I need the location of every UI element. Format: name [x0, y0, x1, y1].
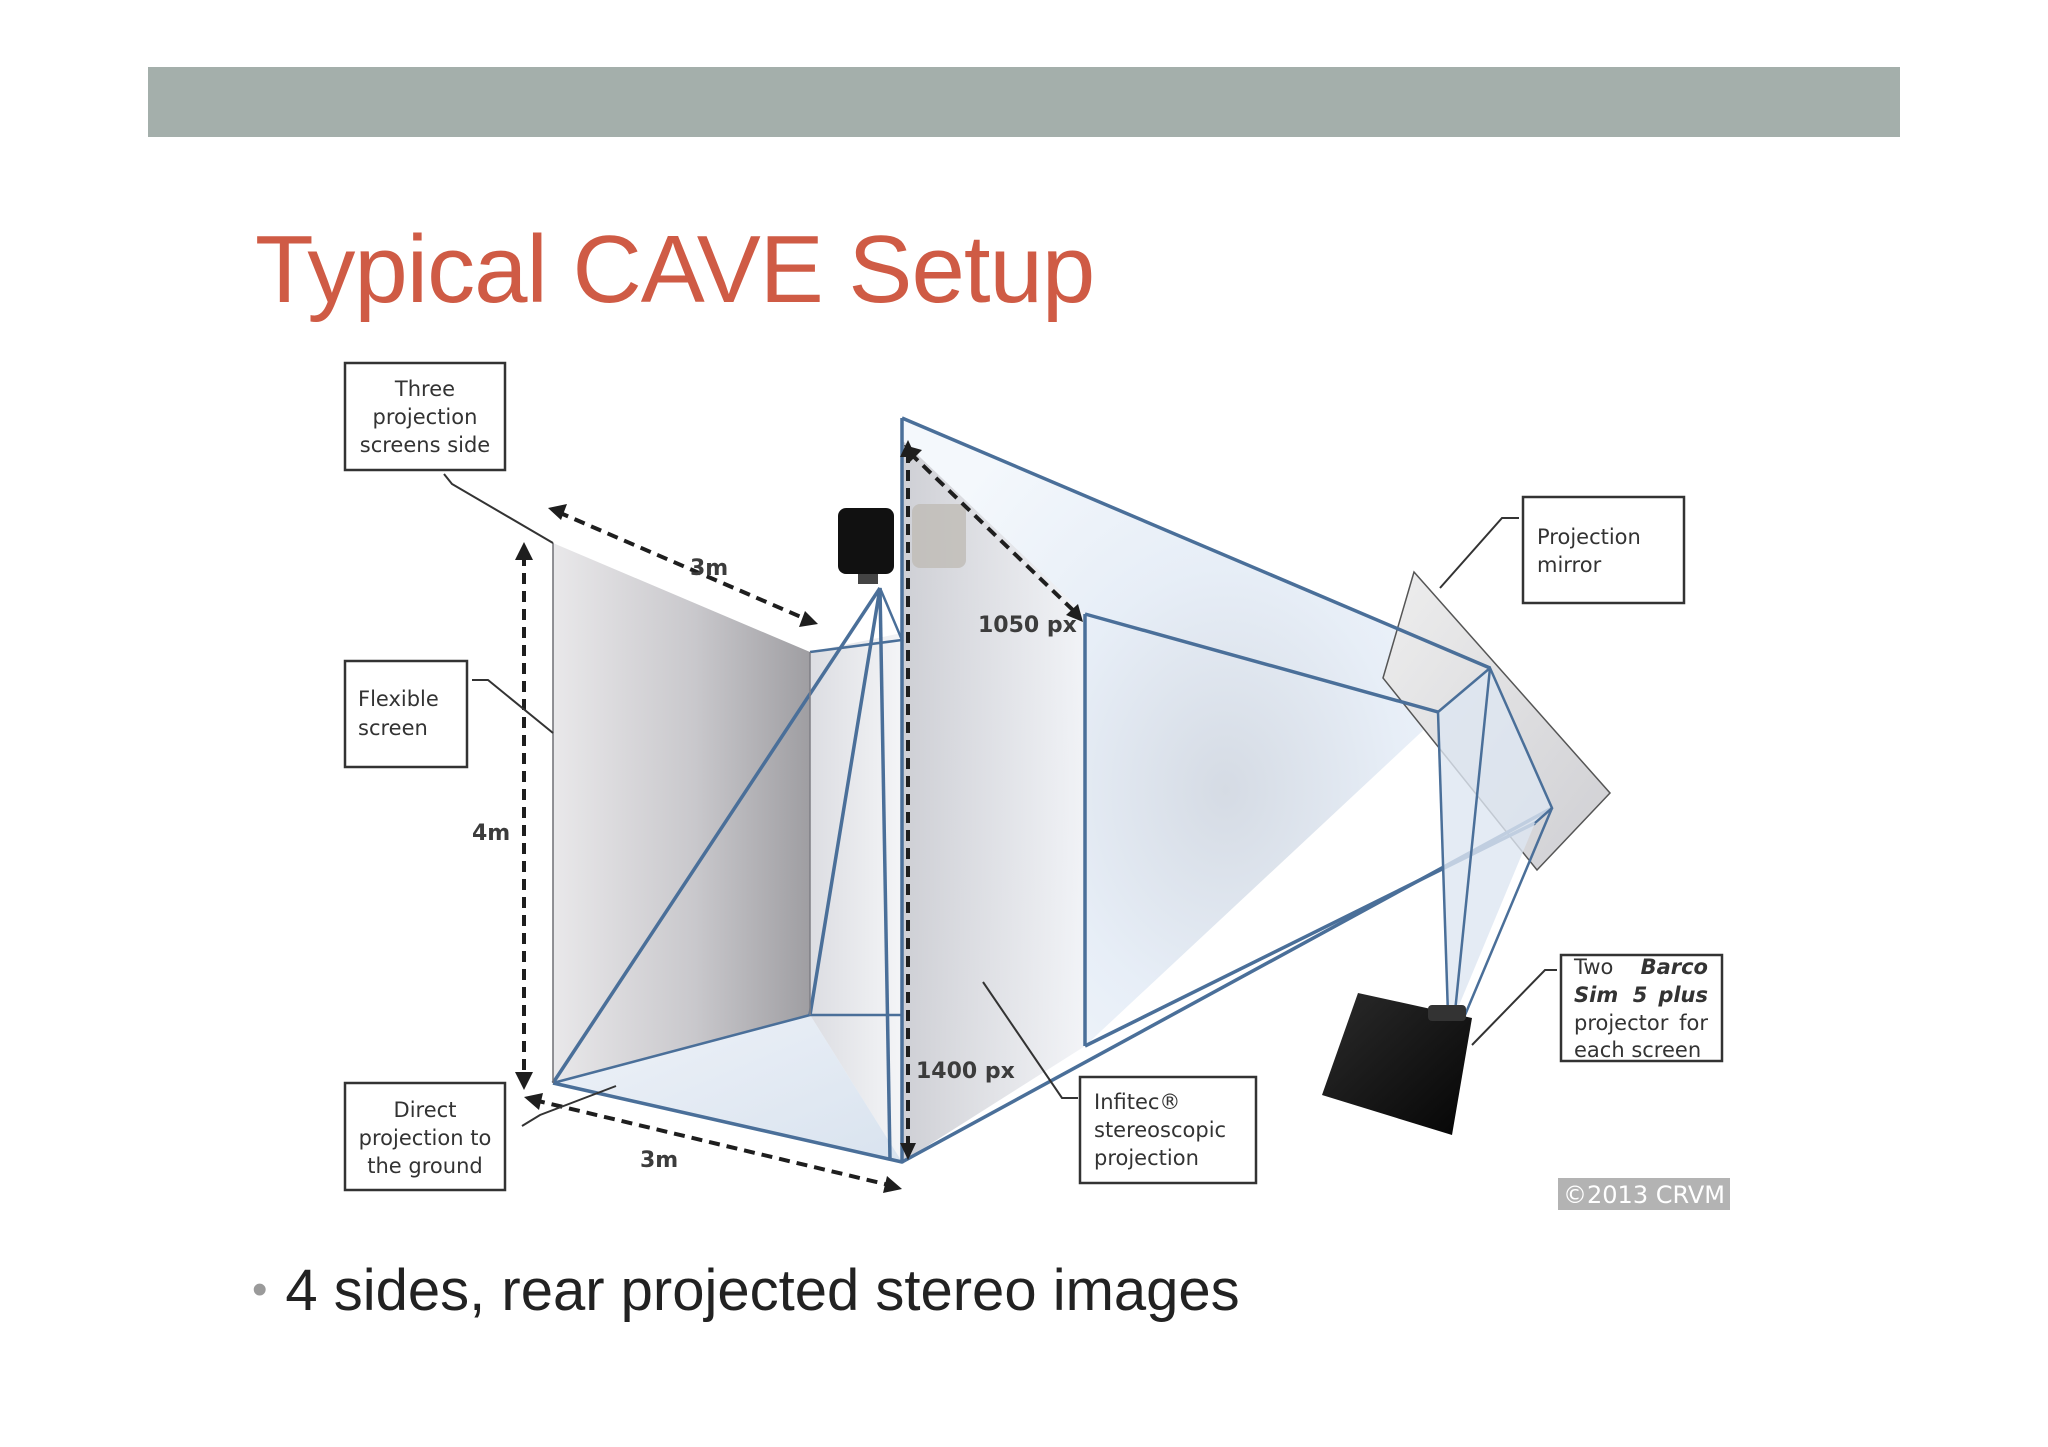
svg-text:each screen: each screen — [1574, 1038, 1701, 1062]
bullet-dot-icon: • — [252, 1265, 268, 1314]
callout-infitec: Infitec® stereoscopic projection — [1078, 1075, 1258, 1185]
bullet-item: • 4 sides, rear projected stereo images — [252, 1255, 1240, 1326]
svg-text:5: 5 — [1633, 983, 1648, 1007]
top-beam-back — [809, 587, 904, 654]
mirror-beam-4 — [1437, 665, 1554, 824]
arrowhead-icon — [900, 1143, 916, 1160]
top-beam-mid — [808, 587, 882, 1016]
svg-text:©2013 CRVM: ©2013 CRVM — [1563, 1181, 1725, 1209]
mirror-beam-2 — [1453, 667, 1492, 1013]
top-beam-right — [878, 587, 892, 1161]
leader-infitec — [982, 981, 1078, 1099]
callout-barco: Two Barco Sim 5 plus projector for each … — [1559, 953, 1724, 1063]
top-beam-left — [551, 587, 882, 1084]
svg-text:Three: Three — [394, 377, 455, 401]
leader-direct — [521, 1085, 617, 1127]
dim-label-width-top: 3m — [690, 556, 728, 581]
arrowhead-icon — [799, 611, 818, 627]
arrowhead-icon — [515, 542, 533, 560]
svg-text:Sim: Sim — [1574, 983, 1618, 1007]
leader-barco — [1471, 969, 1557, 1046]
dim-label-height: 4m — [472, 821, 510, 846]
dim-line-1050 — [908, 451, 1079, 616]
back-screen — [810, 633, 902, 1162]
svg-text:Flexible: Flexible — [358, 687, 439, 711]
svg-text:projection: projection — [373, 405, 478, 429]
beam-edge-inner-top — [1084, 612, 1439, 714]
svg-text:Infitec®: Infitec® — [1094, 1090, 1180, 1114]
bottom-projector-icon — [1322, 993, 1472, 1135]
leader-three-screens — [443, 473, 554, 544]
top-projector-lens-icon — [858, 574, 878, 584]
svg-text:screens side: screens side — [360, 433, 490, 457]
svg-text:projection to: projection to — [359, 1126, 492, 1150]
svg-text:mirror: mirror — [1537, 553, 1602, 577]
beam-edge-top — [901, 416, 1491, 670]
svg-text:projector: projector — [1574, 1011, 1669, 1035]
mirror-beam-1 — [1436, 711, 1450, 1016]
callout-three-screens: Three projection screens side — [343, 361, 507, 472]
svg-text:projection: projection — [1094, 1146, 1199, 1170]
bullet-text: 4 sides, rear projected stereo images — [285, 1258, 1240, 1323]
dim-line-top — [557, 510, 809, 622]
mirror-beam — [1438, 668, 1552, 1015]
header-bar — [148, 67, 1900, 137]
right-screen — [902, 440, 1085, 1162]
copyright-badge: ©2013 CRVM — [1558, 1178, 1730, 1210]
slide-title: Typical CAVE Setup — [255, 216, 1095, 323]
dim-label-px-top: 1050 px — [978, 613, 1077, 638]
svg-text:for: for — [1679, 1011, 1708, 1035]
callout-projection-mirror: Projection mirror — [1521, 495, 1686, 605]
callout-direct-projection: Direct projection to the ground — [343, 1081, 507, 1192]
dim-label-width-bottom: 3m — [640, 1148, 678, 1173]
arrowhead-icon — [900, 440, 916, 457]
arrowhead-icon — [515, 1072, 533, 1090]
floor-edge — [552, 1013, 811, 1085]
svg-text:stereoscopic: stereoscopic — [1094, 1118, 1226, 1142]
svg-text:Barco: Barco — [1641, 955, 1708, 979]
callout-flexible-screen: Flexible screen — [343, 659, 469, 769]
svg-text:Projection: Projection — [1537, 525, 1641, 549]
dim-line-bottom — [533, 1098, 894, 1188]
bottom-projector-lens-icon — [1428, 1005, 1466, 1021]
leader-flexible — [472, 679, 554, 734]
svg-text:Two: Two — [1573, 955, 1613, 979]
arrowhead-icon — [548, 504, 567, 520]
leader-mirror — [1439, 517, 1519, 589]
svg-text:screen: screen — [358, 716, 428, 740]
svg-text:the ground: the ground — [367, 1154, 482, 1178]
top-projector-ghost-icon — [912, 504, 966, 568]
arrowhead-icon — [1066, 604, 1083, 622]
svg-text:plus: plus — [1657, 983, 1708, 1007]
mirror-beam-3 — [1463, 807, 1554, 1016]
svg-text:Direct: Direct — [394, 1098, 457, 1122]
top-projector-icon — [838, 508, 894, 574]
floor-fill — [553, 1015, 902, 1162]
arrowhead-icon — [524, 1093, 543, 1110]
dim-label-px-side: 1400 px — [916, 1059, 1015, 1084]
right-screen-edge — [552, 418, 904, 1164]
arrowhead-icon — [883, 1176, 902, 1193]
left-screen — [553, 543, 810, 1083]
